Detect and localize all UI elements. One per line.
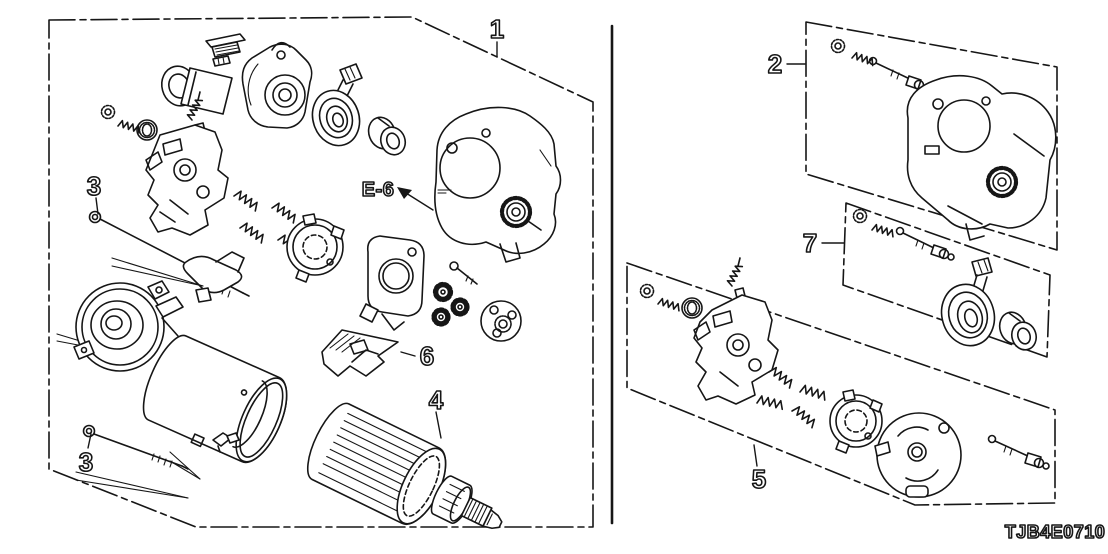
gear-cover-drawing [359,235,478,331]
plunger-drawing [160,65,233,115]
solenoid-coil-drawing [940,257,996,347]
oring-spring-nut-drawing [100,104,158,141]
clip-drawing [212,432,240,453]
callout-2: 2 [768,49,782,79]
brush-plate-drawing [286,213,345,283]
group-box-5 [626,262,1056,506]
reference-label-e6: E-6 [362,179,395,201]
end-cover-drawing [874,412,962,498]
group-box-2 [805,21,1058,251]
bolt-5-drawing [987,434,1050,470]
group-box-1 [48,16,594,528]
boundary-boxes [48,16,1058,528]
starter-assembly-drawing [906,74,1057,241]
bushing-7-drawing [998,311,1038,351]
grommet-drawing [311,63,363,147]
solenoid-cap-drawing [241,41,313,129]
front-bracket-drawing [56,280,184,372]
yoke-clamp-drawing [321,329,399,377]
starter-assembly-fasteners [830,38,930,92]
bushing-drawing [367,116,407,156]
callout-5: 5 [752,464,766,494]
through-bolt-bottom-drawing [75,424,201,499]
callout-3-top: 3 [87,171,101,201]
callout-1: 1 [490,14,504,44]
brush-holder-drawing [693,257,779,405]
callouts: 1 2 3 3 4 5 6 7 E-6 [78,13,845,495]
terminal-hardware-drawing [205,33,246,67]
callout-7: 7 [803,228,817,258]
group-box-7 [842,202,1051,358]
brush-plate-5-drawing [829,389,883,454]
oring-spring-nut-5-drawing [639,283,703,319]
callout-6: 6 [420,341,434,371]
gear-housing-drawing [434,106,562,263]
armature-drawing [306,402,503,530]
coupler-drawing [480,300,522,342]
reference-arrowhead [397,187,412,199]
fork-lever-drawing [111,251,245,303]
callout-3-bottom: 3 [79,447,93,477]
planet-gears-drawing [431,281,470,327]
brush-springs-5-drawing [756,364,828,429]
switch-assembly-drawing [145,91,229,236]
callout-4: 4 [429,385,444,415]
bolt-set-7-drawing [852,208,955,261]
diagram-code: TJB4E0710 [1005,522,1106,542]
yoke-drawing [142,334,288,464]
